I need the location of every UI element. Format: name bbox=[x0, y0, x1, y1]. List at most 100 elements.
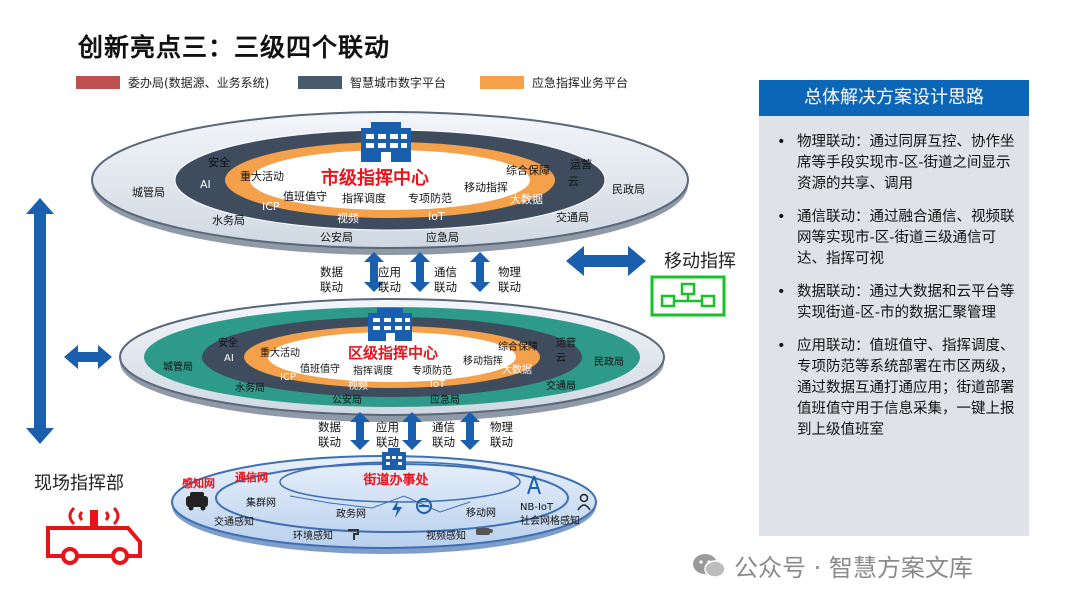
bullet-marker: • bbox=[777, 284, 786, 300]
ring-item: 值班值守 bbox=[300, 362, 340, 375]
street-center-title: 街道办事处 bbox=[362, 472, 429, 488]
bullet-text: 物理联动：通过同屏互控、协作坐席等手段实现市-区-街道之间显示资源的共享、调用 bbox=[797, 134, 1015, 192]
bullet-marker: • bbox=[777, 338, 786, 354]
bullet-text: 应用联动：值班值守、指挥调度、专项防范等系统部署在市区两级，通过数据互通打通应用… bbox=[797, 338, 1015, 438]
ring-item: 大数据 bbox=[502, 363, 532, 376]
bullet-comm-link: • 通信联动：通过融合通信、视频联网等实现市-区-街道三级通信可达、指挥可视 bbox=[771, 207, 1023, 270]
link-label-data-line2: 联动 bbox=[318, 435, 341, 449]
camera-icon bbox=[476, 528, 493, 535]
bullet-text: 数据联动：通过大数据和云平台等实现街道-区-市的数据汇聚管理 bbox=[797, 284, 1015, 321]
legend-item-emergency: 应急指挥业务平台 bbox=[480, 74, 628, 90]
link-label-comm-line1: 通信 bbox=[432, 420, 455, 434]
link-label-comm-line2: 联动 bbox=[434, 280, 457, 294]
ring-item: 交通局 bbox=[546, 379, 576, 392]
ring-item: 重大活动 bbox=[260, 346, 300, 359]
legend-label: 委办局(数据源、业务系统) bbox=[128, 75, 270, 90]
district-level-disc bbox=[119, 298, 665, 422]
district-ring-labels: 安全 AI 重大活动 值班值守 ICP 指挥调度 专项防范 移动指挥 综合保障 … bbox=[163, 336, 624, 406]
link-row-city-district: 数据 联动 应用 联动 通信 联动 物理 联动 bbox=[320, 252, 521, 294]
ring-item: 专项防范 bbox=[408, 191, 452, 205]
field-command-truck-icon bbox=[46, 506, 142, 565]
building-icon bbox=[361, 122, 411, 162]
bullet-text: 通信联动：通过融合通信、视频联网等实现市-区-街道三级通信可达、指挥可视 bbox=[797, 209, 1015, 267]
watermark-text: 公众号 · 智慧方案文库 bbox=[734, 554, 973, 582]
link-row-district-street: 数据 联动 应用 联动 通信 联动 物理 联动 bbox=[318, 412, 513, 450]
street-item: 集群网 bbox=[246, 496, 276, 509]
street-labels: 感知网 通信网 集群网 政务网 移动网 NB-IoT 交通感知 环境感知 视频感… bbox=[182, 470, 580, 542]
page-title: 创新亮点三：三级四个联动 bbox=[78, 33, 391, 62]
link-label-app-line2: 联动 bbox=[376, 435, 399, 449]
street-item: 政务网 bbox=[336, 507, 366, 520]
double-arrow-icon bbox=[364, 252, 384, 292]
ring-item: 交通局 bbox=[556, 210, 589, 224]
double-arrow-icon bbox=[402, 412, 422, 450]
double-arrow-icon bbox=[410, 252, 430, 292]
vertical-double-arrow bbox=[26, 198, 54, 444]
ring-item: 城管局 bbox=[132, 185, 165, 199]
ring-item: AI bbox=[224, 353, 234, 364]
tower-icon bbox=[527, 475, 541, 495]
ring-item: 大数据 bbox=[510, 192, 543, 206]
ring-item: 公安局 bbox=[332, 393, 362, 406]
ring-item: 安全 bbox=[208, 155, 230, 169]
ring-item: 公安局 bbox=[320, 230, 353, 244]
double-arrow-icon bbox=[350, 412, 370, 450]
district-center-title: 区级指挥中心 bbox=[348, 344, 438, 362]
street-item: 感知网 bbox=[182, 476, 215, 490]
city-ring-labels: 安全 AI 重大活动 值班值守 ICP 指挥调度 专项防范 移动指挥 综合保障 … bbox=[132, 155, 645, 244]
ring-item: 运营 bbox=[556, 336, 576, 349]
browser-icon bbox=[416, 498, 432, 514]
bullet-marker: • bbox=[777, 209, 786, 225]
link-label-phys-line1: 物理 bbox=[498, 265, 521, 279]
building-icon bbox=[368, 308, 412, 341]
link-label-comm-line2: 联动 bbox=[432, 435, 455, 449]
legend-swatch bbox=[480, 75, 524, 89]
ring-item: 指挥调度 bbox=[342, 191, 386, 205]
car-icon bbox=[186, 492, 208, 511]
legend-item-bureau: 委办局(数据源、业务系统) bbox=[76, 74, 269, 90]
legend-label: 应急指挥业务平台 bbox=[532, 75, 629, 90]
ring-item: 应急局 bbox=[430, 393, 460, 406]
link-label-data-line1: 数据 bbox=[320, 265, 343, 279]
street-item: 社会网格感知 bbox=[520, 514, 580, 527]
ring-item: IoT bbox=[430, 379, 446, 390]
horizontal-double-arrow-right bbox=[566, 246, 646, 276]
city-center-title: 市级指挥中心 bbox=[321, 167, 429, 189]
ring-item: 应急局 bbox=[426, 230, 459, 244]
ring-item: 专项防范 bbox=[412, 364, 452, 377]
link-label-comm-line1: 通信 bbox=[434, 265, 457, 279]
lightning-icon bbox=[392, 500, 402, 518]
street-item: 移动网 bbox=[466, 506, 496, 519]
ring-item: 云 bbox=[556, 353, 566, 364]
ring-item: 综合保障 bbox=[506, 163, 550, 177]
legend-label: 智慧城市数字平台 bbox=[350, 75, 447, 90]
ring-item: 值班值守 bbox=[283, 189, 327, 203]
link-label-phys-line1: 物理 bbox=[490, 420, 513, 434]
link-label-phys-line2: 联动 bbox=[490, 435, 513, 449]
ring-item: 城管局 bbox=[163, 360, 193, 373]
street-item: 环境感知 bbox=[293, 529, 333, 542]
bullet-data-link: • 数据联动：通过大数据和云平台等实现街道-区-市的数据汇聚管理 bbox=[771, 282, 1023, 324]
legend-swatch bbox=[76, 75, 120, 89]
ring-item: AI bbox=[200, 178, 211, 191]
ring-item: 云 bbox=[568, 175, 579, 188]
street-item: 通信网 bbox=[235, 470, 268, 484]
person-icon bbox=[577, 493, 591, 511]
solution-panel: 总体解决方案设计思路 •物理联动：通过同屏互控、协作坐席等手段实现市-区-街道之… bbox=[759, 80, 1029, 536]
legend-swatch bbox=[298, 75, 342, 89]
field-command-label: 现场指挥部 bbox=[34, 473, 124, 494]
double-arrow-icon bbox=[460, 412, 480, 450]
bullet-marker: • bbox=[777, 134, 786, 150]
ring-item: 重大活动 bbox=[240, 169, 284, 183]
street-item: NB-IoT bbox=[520, 502, 554, 513]
bullet-app-link: • 应用联动：值班值守、指挥调度、专项防范等系统部署在市区两级，通过数据互通打通应… bbox=[771, 336, 1023, 441]
tap-icon bbox=[348, 529, 359, 540]
street-item: 交通感知 bbox=[214, 515, 254, 528]
ring-item: 安全 bbox=[218, 336, 238, 349]
mobile-command-icon bbox=[650, 275, 726, 317]
ring-item: 水务局 bbox=[212, 214, 245, 227]
ring-item: 水务局 bbox=[235, 381, 265, 394]
ring-item: 指挥调度 bbox=[353, 364, 393, 377]
legend-item-platform: 智慧城市数字平台 bbox=[298, 74, 446, 90]
